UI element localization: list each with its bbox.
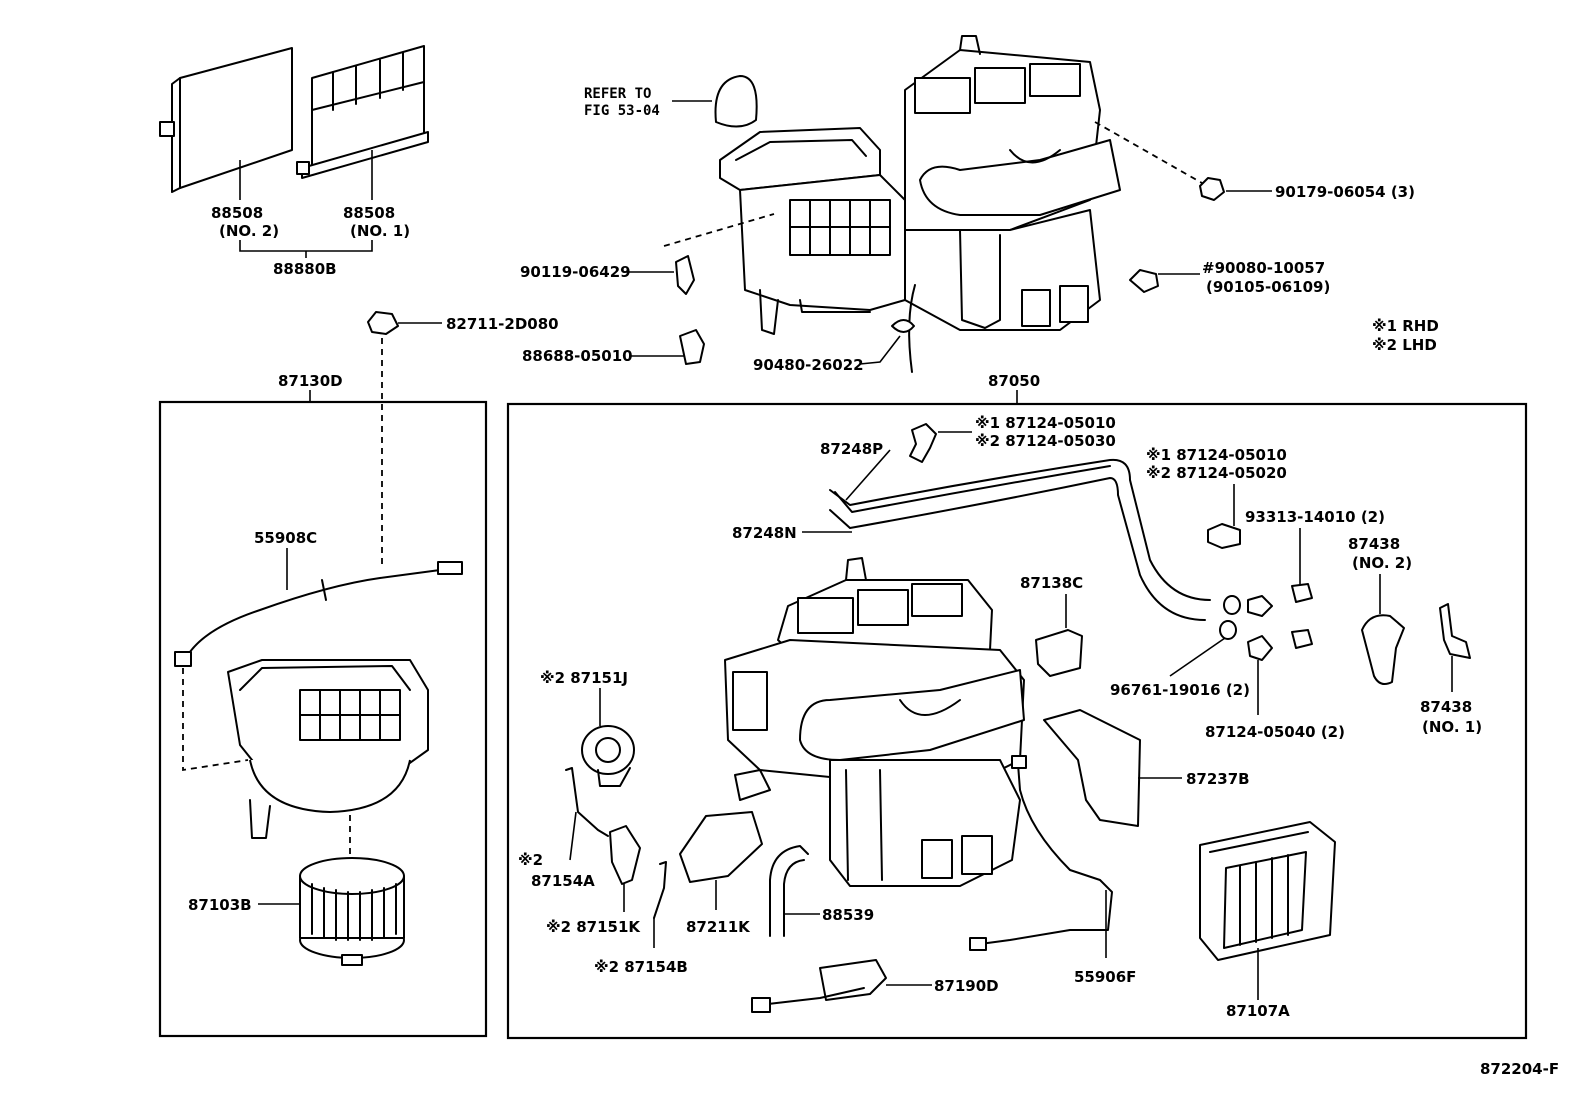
reference-line2: FIG 53-04: [584, 103, 660, 119]
main-hvac-case-drawing: [724, 557, 1025, 887]
rod-87154b-label: ※2 87154B: [594, 958, 688, 976]
oring-a-drawing: [1223, 595, 1241, 615]
filter-no2-sub-label: (NO. 2): [219, 222, 279, 240]
clamp-05020-drawing: [1207, 523, 1241, 549]
clamp-top-drawing: [909, 423, 937, 463]
rod-87154a-mark: ※2: [518, 851, 543, 869]
blower-assy-label: 87130D: [278, 372, 343, 390]
legend-lhd: ※2 LHD: [1372, 336, 1437, 354]
clamp-87124-05040-label: 87124-05040 (2): [1205, 723, 1345, 741]
figure-code: 872204-F: [1480, 1060, 1559, 1078]
screw-90119-drawing: [675, 255, 695, 295]
servo-87151j-label: ※2 87151J: [540, 669, 628, 687]
duct-87211k-label: 87211K: [686, 918, 751, 936]
pipe-87248n-label: 87248N: [732, 524, 797, 542]
grommet-90480-drawing: [891, 319, 915, 333]
seal-87138c-label: 87138C: [1020, 574, 1083, 592]
grommet-90480-label: 90480-26022: [753, 356, 864, 374]
seal-87138c-drawing: [1035, 629, 1083, 677]
harness-55908c-drawing: [174, 561, 463, 667]
pipes-drawing: [829, 458, 1211, 621]
screw-90119-label: 90119-06429: [520, 263, 631, 281]
filter-no1-sub-label: (NO. 1): [350, 222, 410, 240]
harness-87190d-drawing: [751, 959, 887, 1013]
fan-87103b-label: 87103B: [188, 896, 252, 914]
screw-90080-drawing: [1129, 269, 1159, 293]
clamp-lhd-05030-label: ※2 87124-05030: [975, 432, 1116, 450]
screw-90080-label: #90080-10057: [1202, 259, 1325, 277]
core-87107a-drawing: [1199, 821, 1336, 961]
hose-88539-drawing: [769, 845, 809, 937]
plate-87438-no1-drawing: [1439, 603, 1471, 659]
filter-no1-part-label: 88508: [343, 204, 395, 222]
sensor-55906f-drawing: [969, 755, 1113, 951]
hose-88539-label: 88539: [822, 906, 874, 924]
filter-no1-drawing: [296, 45, 429, 179]
rod-87154b-drawing: [653, 861, 667, 919]
clip-82711-label: 82711-2D080: [446, 315, 559, 333]
lever-87151k-label: ※2 87151K: [546, 918, 641, 936]
nut-90179-drawing: [1199, 177, 1225, 201]
top-hvac-unit-drawing: [719, 35, 1121, 373]
filter-no2-part-label: 88508: [211, 204, 263, 222]
plate-87438-no1-sub-label: (NO. 1): [1422, 718, 1482, 736]
oring-96761-label: 96761-19016 (2): [1110, 681, 1250, 699]
screw-93313-drawing-b: [1291, 629, 1313, 649]
servo-87151j-drawing: [581, 725, 635, 787]
filter-set-label: 88880B: [273, 260, 337, 278]
oring-b-drawing: [1219, 620, 1237, 640]
bracket-88688-label: 88688-05010: [522, 347, 633, 365]
bracket-88688-drawing: [679, 329, 705, 365]
sensor-55906f-label: 55906F: [1074, 968, 1136, 986]
cover-87237b-drawing: [1043, 709, 1141, 827]
screw-93313-label: 93313-14010 (2): [1245, 508, 1385, 526]
nut-90179-label: 90179-06054 (3): [1275, 183, 1415, 201]
reference-gasket-drawing: [714, 75, 758, 128]
rod-87154a-label: 87154A: [531, 872, 595, 890]
screw-93313-drawing-a: [1291, 583, 1313, 603]
harness-55908c-label: 55908C: [254, 529, 317, 547]
reference-line1: REFER TO: [584, 86, 651, 102]
clamp-rhd-05010-b-label: ※1 87124-05010: [1146, 446, 1287, 464]
core-87107a-label: 87107A: [1226, 1002, 1290, 1020]
lever-87151k-drawing: [609, 825, 641, 885]
plate-87438-no2-sub-label: (NO. 2): [1352, 554, 1412, 572]
blower-assy-frame: [158, 400, 488, 1038]
unit-87050-frame: [506, 402, 1528, 1040]
legend-rhd: ※1 RHD: [1372, 317, 1439, 335]
clip-82711-drawing: [367, 311, 399, 335]
clamp-lhd-05020-label: ※2 87124-05020: [1146, 464, 1287, 482]
blower-housing-drawing: [227, 659, 429, 839]
plate-87438-no2-drawing: [1361, 614, 1405, 685]
harness-87190d-label: 87190D: [934, 977, 999, 995]
plate-87438-no2-label: 87438: [1348, 535, 1400, 553]
clamp-05040-drawing-a: [1247, 595, 1273, 617]
plate-87438-no1-label: 87438: [1420, 698, 1472, 716]
pipe-87248p-label: 87248P: [820, 440, 883, 458]
rod-87154a-drawing: [565, 767, 609, 837]
unit-87050-label: 87050: [988, 372, 1040, 390]
clamp-rhd-05010-a-label: ※1 87124-05010: [975, 414, 1116, 432]
cover-87237b-label: 87237B: [1186, 770, 1250, 788]
duct-87211k-drawing: [679, 811, 763, 883]
fan-87103b-drawing: [299, 857, 405, 966]
filter-no2-drawing: [159, 47, 293, 193]
screw-90105-label: (90105-06109): [1206, 278, 1330, 296]
clamp-05040-drawing-b: [1247, 635, 1273, 661]
